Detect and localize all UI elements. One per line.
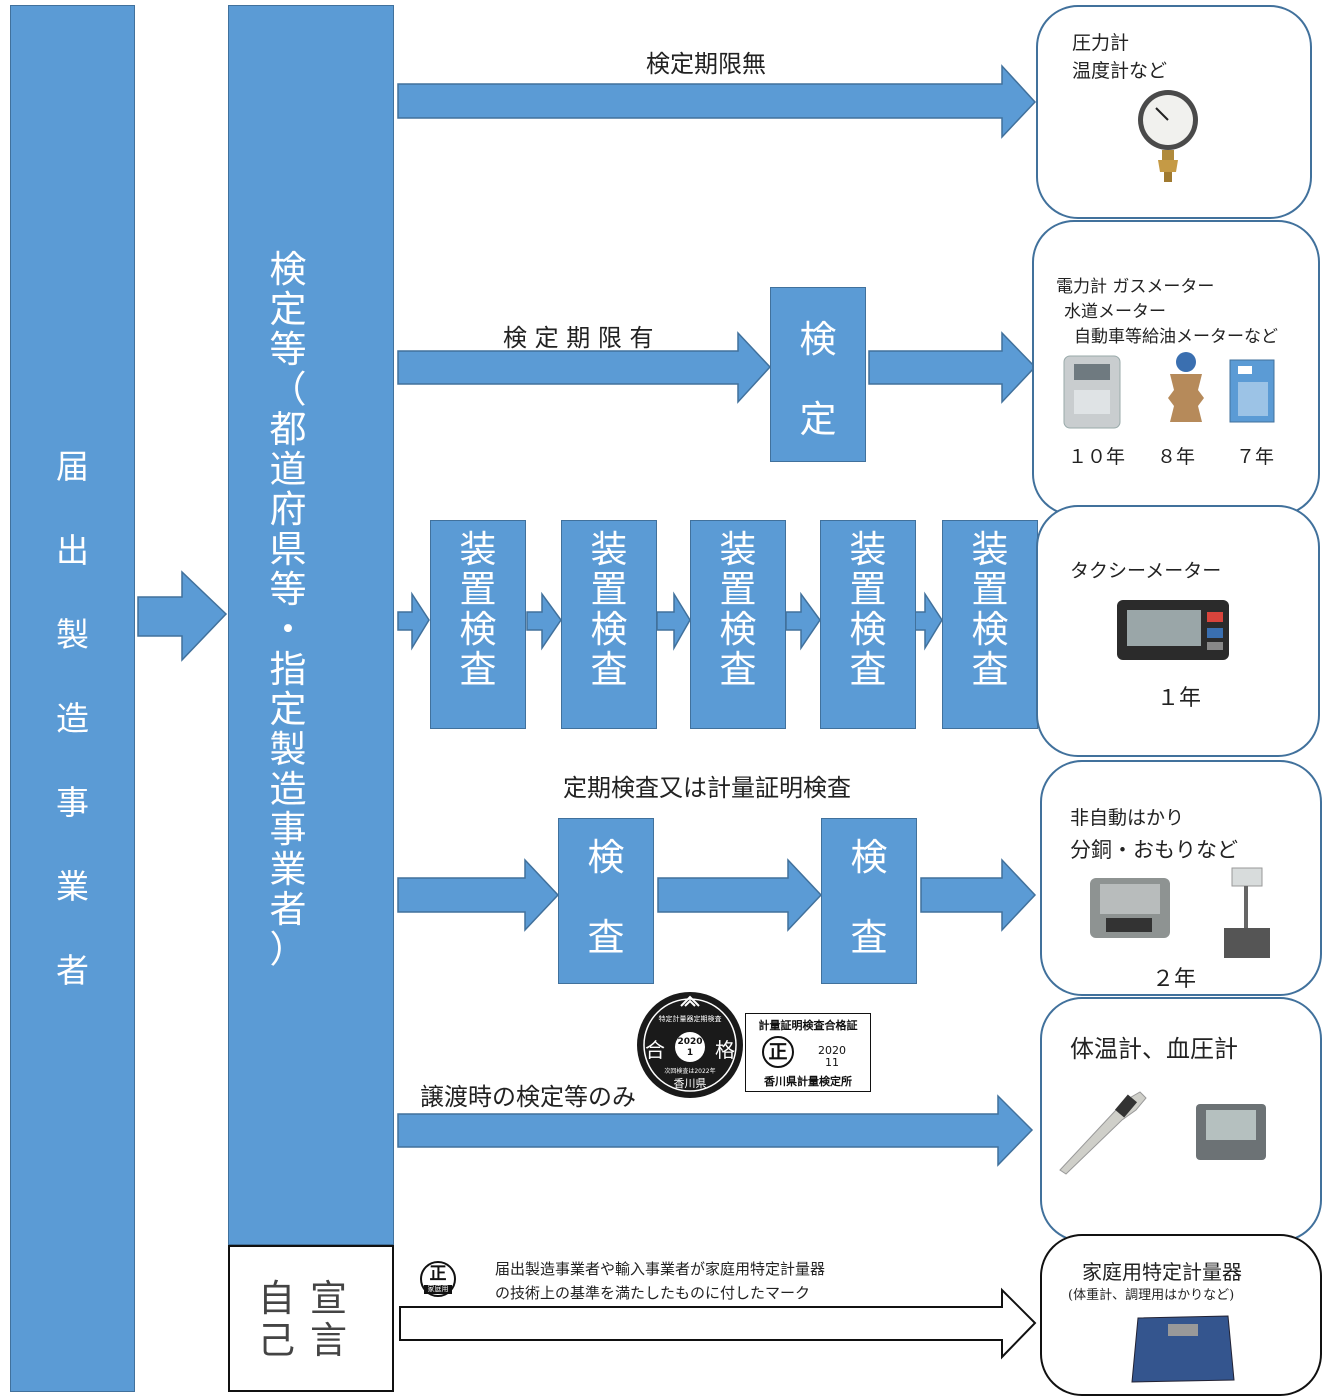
notified-manufacturer-label: 届出製造事業者 <box>56 447 89 990</box>
arrow-to-authority <box>137 570 228 662</box>
panel4-year: ２年 <box>1152 967 1197 992</box>
inspection-box-1 <box>558 818 654 984</box>
route-transfer-label: 譲渡時の検定等のみ <box>420 1083 636 1111</box>
route-no-expiry-label: 検定期限無 <box>646 50 766 78</box>
arrow-device-1 <box>397 591 430 651</box>
panel2-year2: ８年 <box>1157 446 1196 468</box>
device-inspection-text-5: 装置検査 <box>971 528 1009 691</box>
device-inspection-box-1 <box>430 520 526 729</box>
inspection-box-2 <box>821 818 917 984</box>
inspection-box-text-1: 検査 <box>587 836 625 959</box>
measurement-certificate-stamp: 計量証明検査合格証 正 2020 11 香川県計量検定所 <box>745 1013 871 1092</box>
panel5-line1: 体温計、血圧計 <box>1070 1035 1238 1063</box>
verification-box <box>770 287 866 462</box>
panel3-line1: タクシーメーター <box>1070 560 1222 582</box>
device-inspection-box-3 <box>690 520 786 729</box>
arrow-route-no-expiry <box>397 64 1037 139</box>
household-mark-note: 届出製造事業者や輸入事業者が家庭用特定計量器の技術上の基準を満たしたものに付した… <box>495 1260 826 1302</box>
device-inspection-text-4: 装置検査 <box>849 528 887 691</box>
route-expiry-label: 検 定 期 限 有 <box>503 324 654 352</box>
panel2-line2: 水道メーター <box>1064 302 1166 322</box>
panel6-line2: (体重計、調理用はかりなど) <box>1068 1288 1235 1303</box>
panel4-line2: 分銅・おもりなど <box>1070 838 1238 862</box>
arrow-periodic-3 <box>920 858 1037 932</box>
panel-weighing-scales <box>1040 760 1322 996</box>
route-periodic-label: 定期検査又は計量証明検査 <box>563 774 851 802</box>
panel2-line1: 電力計 ガスメーター <box>1056 277 1215 297</box>
utility-meters-image <box>1063 352 1275 429</box>
verification-box-text: 検定 <box>799 318 837 441</box>
arrow-periodic-1 <box>397 858 560 932</box>
arrow-device-5 <box>913 591 943 651</box>
periodic-inspection-stamp: 特定計量器定期検査 合 格 2020 1 次回検査は2022年 香川県 <box>637 992 743 1098</box>
panel6-line1: 家庭用特定計量器 <box>1082 1260 1242 1284</box>
panel4-line1: 非自動はかり <box>1070 807 1185 829</box>
weighing-scales-image <box>1090 867 1270 958</box>
arrow-transfer <box>397 1094 1034 1167</box>
device-inspection-box-5 <box>942 520 1038 729</box>
device-inspection-box-2 <box>561 520 657 729</box>
self-declaration-box <box>228 1245 394 1392</box>
notified-manufacturer-column <box>10 5 135 1392</box>
device-inspection-text-1: 装置検査 <box>459 528 497 691</box>
arrow-device-3 <box>656 591 691 651</box>
self-declaration-text: 自己宣言 <box>258 1277 347 1362</box>
panel2-year1: １０年 <box>1068 446 1126 468</box>
arrow-self-declaration <box>399 1287 1037 1360</box>
arrow-periodic-2 <box>657 858 823 932</box>
arrow-device-4 <box>785 591 821 651</box>
panel2-year3: ７年 <box>1236 446 1275 468</box>
arrow-route-expiry-1 <box>397 331 772 404</box>
inspection-box-text-2: 検査 <box>850 836 888 959</box>
device-inspection-text-2: 装置検査 <box>590 528 628 691</box>
arrow-route-expiry-2 <box>868 331 1037 404</box>
panel3-year: １年 <box>1157 686 1202 711</box>
arrow-device-2 <box>526 591 562 651</box>
panel-thermometer-bp <box>1040 997 1322 1242</box>
thermometer-bp-image <box>1059 1091 1266 1175</box>
pressure-gauge-image <box>1138 90 1198 182</box>
panel2-line3: 自動車等給油メーターなど <box>1074 327 1278 347</box>
verification-authority-column <box>228 5 394 1245</box>
panel1-line1: 圧力計 <box>1072 32 1130 54</box>
device-inspection-text-3: 装置検査 <box>719 528 757 691</box>
bathroom-scale-image <box>1131 1315 1235 1383</box>
verification-authority-label: 検定等（都道府県等・指定製造事業者） <box>269 248 307 971</box>
taxi-meter-image <box>1117 600 1229 660</box>
panel1-line2: 温度計など <box>1072 60 1168 82</box>
household-mark-icon: 正 家庭用 <box>420 1261 456 1297</box>
device-inspection-box-4 <box>820 520 916 729</box>
